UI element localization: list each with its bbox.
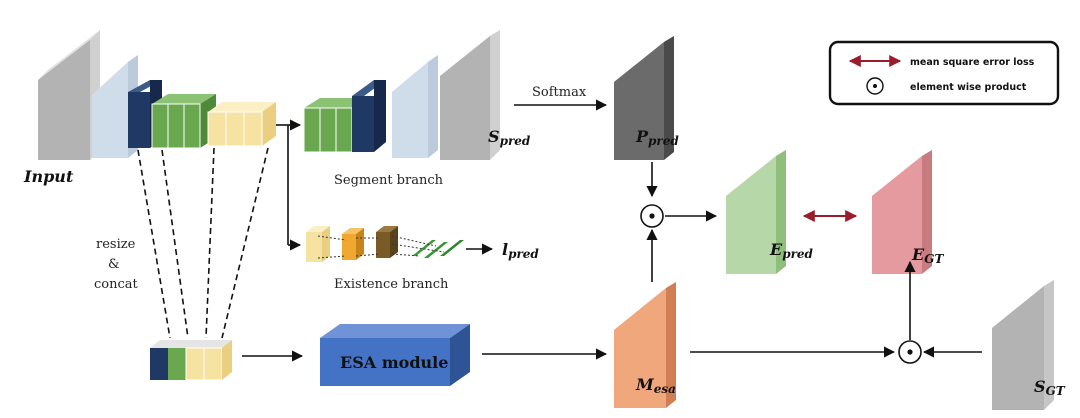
e-pred-slab	[726, 150, 786, 274]
e-gt-slab	[872, 150, 932, 274]
e-pred-label: Epred	[769, 240, 814, 261]
esa-module-block	[320, 324, 470, 386]
input-label: Input	[23, 167, 74, 186]
encoder-green-blocks	[151, 94, 216, 149]
concat-stack	[150, 340, 232, 381]
p-pred-slab	[614, 36, 674, 160]
existence-branch-label: Existence branch	[334, 277, 449, 292]
segment-light-blue-slab	[392, 55, 438, 158]
legend-ewp-label: element wise product	[910, 82, 1027, 93]
s-pred-label: Spred	[488, 127, 531, 148]
p-pred-label: Ppred	[635, 127, 679, 148]
input-slab	[38, 30, 100, 160]
s-pred-slab	[440, 30, 500, 160]
encoder-yellow-blocks	[207, 102, 276, 147]
m-esa-slab	[614, 282, 676, 408]
existence-dotted-links	[317, 235, 445, 259]
legend-mse-label: mean square error loss	[910, 57, 1035, 68]
existence-blocks	[306, 226, 464, 262]
segment-branch-label: Segment branch	[334, 173, 444, 188]
product-circle-2	[898, 340, 922, 364]
e-gt-label: EGT	[911, 245, 944, 266]
s-gt-slab	[992, 280, 1054, 410]
split-connector	[276, 119, 302, 251]
softmax-label: Softmax	[532, 85, 587, 100]
resize-dashed-lines	[137, 147, 269, 339]
esa-module-label: ESA module	[340, 353, 448, 372]
segment-navy-block	[352, 80, 386, 152]
product-circle-1	[640, 204, 664, 228]
legend: mean square error loss element wise prod…	[828, 40, 1060, 106]
concat-label: concat	[94, 277, 139, 292]
m-esa-label: Mesa	[635, 375, 676, 396]
resize-label: resize	[96, 237, 136, 252]
s-gt-label: SGT	[1034, 377, 1066, 398]
l-pred-label: lpred	[502, 240, 539, 261]
amp-label: &	[108, 257, 120, 272]
